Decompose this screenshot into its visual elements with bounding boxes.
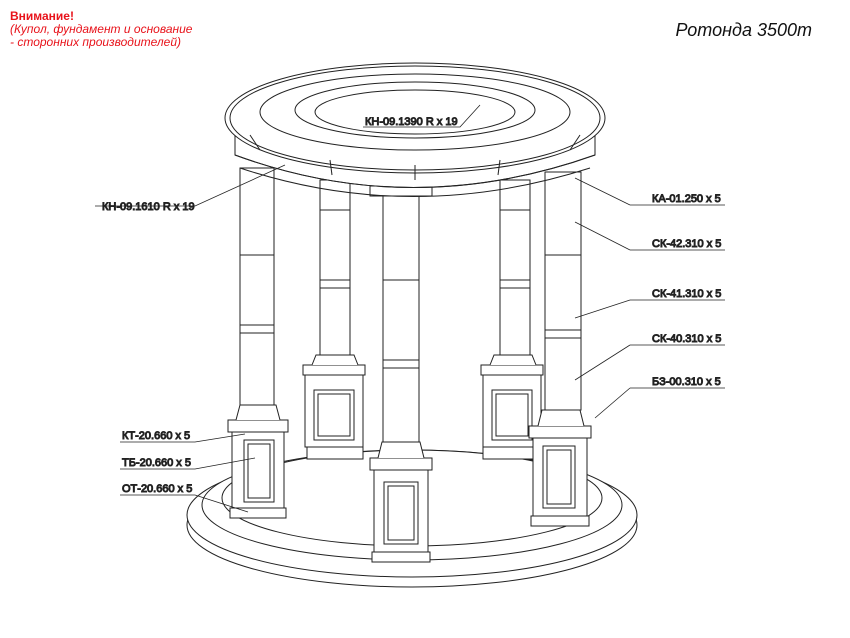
label-kn-ring: КН-09.1610 R x 19 bbox=[102, 201, 195, 213]
label-kn-top: КН-09.1390 R x 19 bbox=[365, 116, 458, 128]
label-bz: БЗ-00.310 x 5 bbox=[652, 376, 721, 388]
entablature-ring bbox=[224, 62, 606, 197]
leader-lines bbox=[95, 104, 725, 513]
column-front-left bbox=[227, 167, 289, 519]
label-sk42: СК-42.310 x 5 bbox=[652, 238, 721, 250]
column-back-left bbox=[302, 179, 366, 460]
warning-note: Внимание! (Купол, фундамент и основание … bbox=[10, 10, 192, 49]
drawing-title: Ротонда 3500т bbox=[675, 20, 812, 40]
label-sk41: СК-41.310 x 5 bbox=[652, 288, 721, 300]
label-tb: ТБ-20.660 x 5 bbox=[122, 457, 191, 469]
column-front-right bbox=[528, 171, 592, 527]
label-ka: КА-01.250 x 5 bbox=[652, 193, 721, 205]
label-sk40: СК-40.310 x 5 bbox=[652, 333, 721, 345]
column-back-right bbox=[480, 179, 544, 460]
warning-heading: Внимание! bbox=[10, 9, 74, 23]
warning-line-1: (Купол, фундамент и основание bbox=[10, 22, 193, 36]
label-ot: ОТ-20.660 x 5 bbox=[122, 483, 192, 495]
column-front-center bbox=[369, 185, 433, 563]
warning-line-2: - сторонних производителей) bbox=[10, 35, 181, 49]
label-kt: КТ-20.660 x 5 bbox=[122, 430, 190, 442]
